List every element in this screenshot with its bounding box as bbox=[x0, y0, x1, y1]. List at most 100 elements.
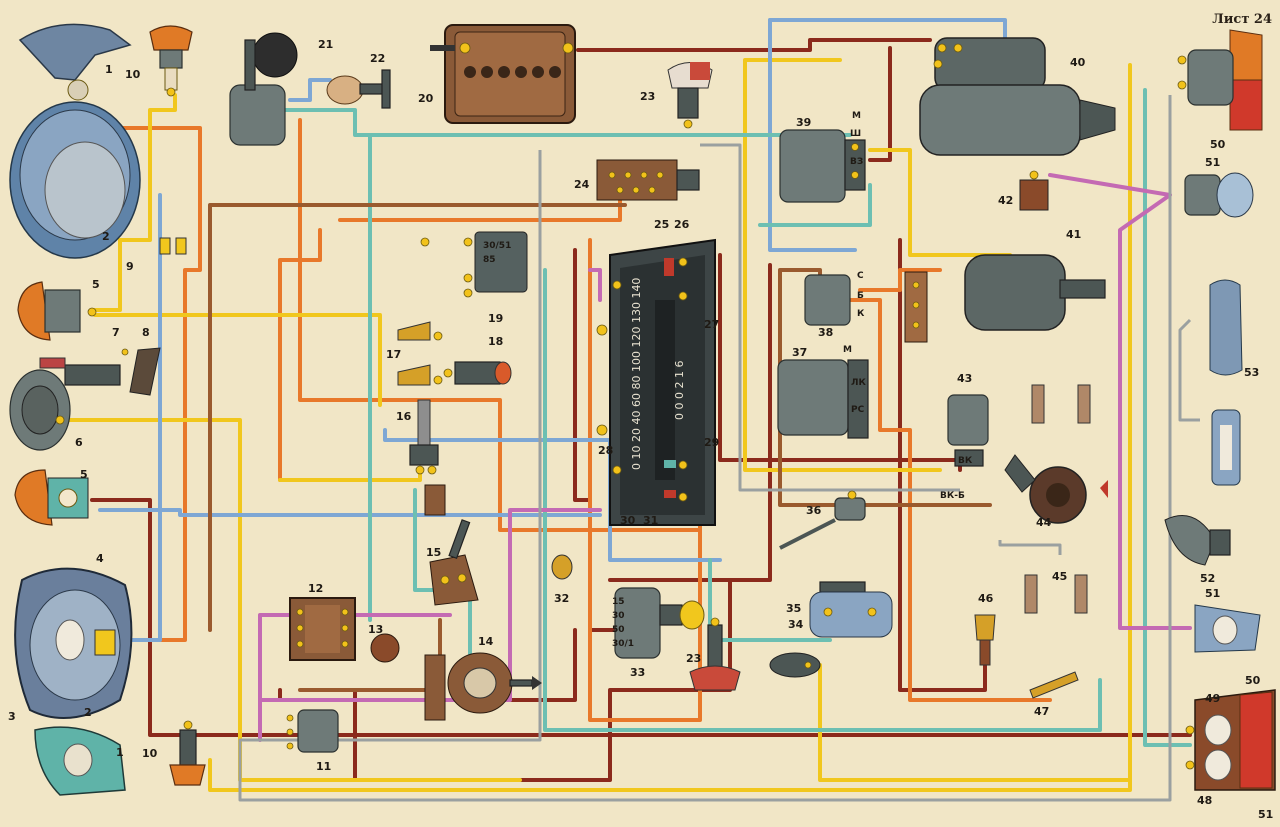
callout-30: 30 bbox=[620, 514, 636, 527]
callout-51-lower: 51 bbox=[1258, 808, 1273, 821]
ignition-switch-icon: 15 30 50 30/1 bbox=[612, 587, 705, 659]
callout-15: 15 bbox=[426, 546, 441, 559]
callout-7: 7 bbox=[112, 326, 120, 339]
wire-teal-1 bbox=[263, 108, 372, 622]
callout-43: 43 bbox=[957, 372, 972, 385]
wire-blue-1 bbox=[108, 193, 162, 642]
callout-33: 33 bbox=[630, 666, 645, 679]
wire-teal-6 bbox=[1143, 88, 1192, 747]
sr-term-vz: ВЗ bbox=[850, 157, 863, 167]
distributor-icon bbox=[1004, 454, 1108, 524]
relay-icon: С Б К bbox=[804, 271, 865, 326]
r38-term-s: С bbox=[857, 271, 864, 281]
front-turn-lamp-icon bbox=[14, 469, 89, 526]
wire-yellow-2 bbox=[93, 313, 382, 407]
plate-lamp-icon bbox=[1184, 172, 1254, 218]
callout-29: 29 bbox=[704, 436, 719, 449]
callout-49: 49 bbox=[1205, 692, 1220, 705]
callout-3: 3 bbox=[8, 710, 16, 723]
callout-37: 37 bbox=[792, 346, 807, 359]
connector-icon bbox=[159, 237, 187, 255]
battery-icon bbox=[430, 24, 576, 124]
callout-52: 52 bbox=[1200, 572, 1215, 585]
reg-term-rs: РС bbox=[851, 405, 865, 415]
callout-51-mid: 51 bbox=[1205, 587, 1220, 600]
callout-40: 40 bbox=[1070, 56, 1086, 69]
switch-icon bbox=[769, 652, 821, 678]
ign-term-30: 30 bbox=[612, 611, 625, 621]
callout-32: 32 bbox=[554, 592, 569, 605]
side-repeater-icon bbox=[169, 720, 206, 786]
wire-battery-starter bbox=[576, 38, 932, 52]
callout-50-lower: 50 bbox=[1245, 674, 1261, 687]
lamp-icon bbox=[443, 361, 512, 385]
callout-1-lower: 1 bbox=[116, 746, 124, 759]
horn-icon bbox=[9, 369, 71, 451]
wire-yellow-4 bbox=[743, 58, 942, 472]
wire-starter-harness bbox=[868, 46, 892, 162]
odometer-readout: 0 0 0 2 1 6 bbox=[673, 361, 686, 420]
wire-yellow-3 bbox=[58, 418, 522, 782]
headlamp-icon bbox=[9, 101, 141, 259]
callout-18: 18 bbox=[488, 335, 503, 348]
wiper-motor-icon bbox=[229, 32, 298, 146]
wire-orange-gen bbox=[858, 268, 942, 292]
generator-icon bbox=[904, 254, 1106, 343]
ign-term-15: 15 bbox=[612, 597, 625, 607]
relay-terminal-30-51: 30/51 bbox=[483, 241, 511, 251]
callout-45: 45 bbox=[1052, 570, 1067, 583]
headlamp-shell-icon bbox=[14, 567, 133, 719]
callout-36: 36 bbox=[806, 504, 822, 517]
callout-23-lower: 23 bbox=[686, 652, 701, 665]
callout-6: 6 bbox=[75, 436, 83, 449]
button-icon bbox=[370, 633, 400, 663]
spark-plug-icon bbox=[1024, 384, 1091, 614]
coil-term-vk: ВК bbox=[958, 456, 973, 466]
wire-yellow-8 bbox=[278, 468, 422, 482]
temperature-sensor-icon bbox=[974, 614, 996, 666]
lamp-icon bbox=[689, 617, 741, 691]
wire-blue-4 bbox=[768, 18, 857, 252]
wire-orange-2 bbox=[298, 118, 702, 532]
voltage-regulator-icon: М ЛК РС bbox=[777, 345, 869, 439]
relay-icon: 30/51 85 bbox=[420, 231, 528, 298]
reg-term-m: М bbox=[843, 345, 852, 355]
instrument-cluster-icon: 0 10 20 40 60 80 100 120 130 140 0 0 0 2… bbox=[609, 238, 716, 526]
callout-9: 9 bbox=[126, 260, 134, 273]
wire-yellow-6 bbox=[868, 148, 1012, 257]
wire-red-regulator bbox=[608, 263, 772, 582]
r38-term-b: Б bbox=[857, 291, 864, 301]
wire-brown-1 bbox=[208, 203, 627, 632]
callout-26: 26 bbox=[674, 218, 690, 231]
callout-42: 42 bbox=[998, 194, 1013, 207]
rear-lamp-icon bbox=[1185, 689, 1276, 791]
button-icon bbox=[551, 554, 573, 580]
lamp-icon bbox=[667, 62, 713, 129]
wire-violet-2 bbox=[1048, 173, 1192, 630]
wire-teal-5 bbox=[758, 183, 872, 227]
fuel-sender-icon bbox=[779, 490, 866, 550]
rotary-switch-icon bbox=[424, 652, 542, 721]
sr-term-sh: Ш bbox=[850, 129, 861, 139]
light-switch-icon bbox=[424, 484, 479, 606]
wire-teal-4 bbox=[543, 268, 1102, 732]
callout-34: 34 bbox=[788, 618, 804, 631]
callout-2-top: 2 bbox=[102, 230, 110, 243]
callout-17: 17 bbox=[386, 348, 401, 361]
wiper-switch-icon bbox=[326, 69, 391, 109]
fuse-block-icon bbox=[289, 597, 356, 661]
side-repeater-icon bbox=[149, 25, 193, 97]
callout-13: 13 bbox=[368, 623, 383, 636]
callout-25: 25 bbox=[654, 218, 669, 231]
interior-lamp-icon bbox=[1209, 279, 1243, 486]
wire-yellow-5 bbox=[208, 63, 1132, 792]
wire-violet-3 bbox=[258, 508, 602, 702]
callout-10-top: 10 bbox=[125, 68, 141, 81]
wire-orange-4 bbox=[278, 228, 322, 482]
starter-motor-icon bbox=[919, 37, 1116, 156]
callout-22: 22 bbox=[370, 52, 385, 65]
front-turn-lamp-icon bbox=[17, 281, 97, 341]
callout-14: 14 bbox=[478, 635, 494, 648]
callout-1-top: 1 bbox=[105, 63, 113, 76]
